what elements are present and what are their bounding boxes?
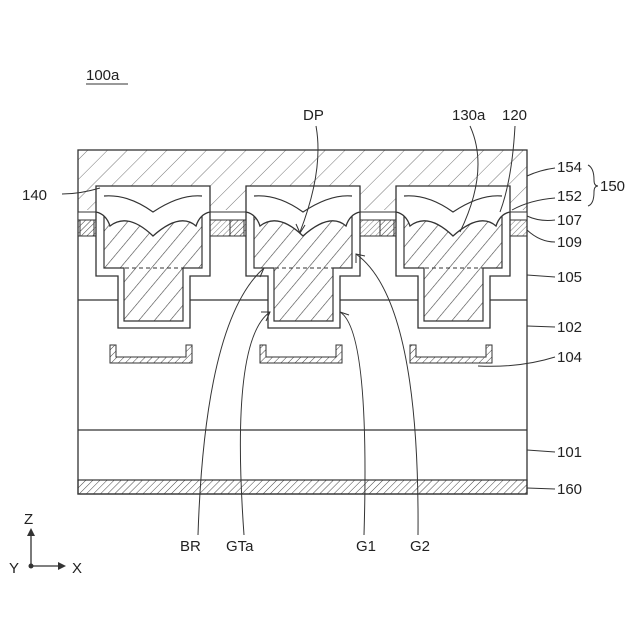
leader-107	[527, 216, 555, 221]
leader-102	[527, 326, 555, 327]
label-130a: 130a	[452, 107, 486, 124]
axis-y-label: Y	[9, 560, 19, 577]
trench-bottom-liner	[110, 345, 192, 363]
label-102: 102	[557, 319, 582, 336]
leader-101	[527, 450, 555, 452]
label-160: 160	[557, 481, 582, 498]
label-gta: GTa	[226, 538, 254, 555]
label-109: 109	[557, 234, 582, 251]
brace-150	[588, 165, 598, 206]
label-105: 105	[557, 269, 582, 286]
trench-bottom-liner	[410, 345, 492, 363]
label-154: 154	[557, 159, 582, 176]
label-150: 150	[600, 178, 625, 195]
label-152: 152	[557, 188, 582, 205]
trench-unit	[380, 186, 510, 363]
label-g1: G1	[356, 538, 376, 555]
label-107: 107	[557, 212, 582, 229]
label-104: 104	[557, 349, 582, 366]
leader-br	[198, 268, 264, 535]
side-block	[230, 220, 244, 236]
label-101: 101	[557, 444, 582, 461]
trench-unit	[80, 186, 210, 363]
axis-z-label: Z	[24, 511, 33, 528]
leader-g1	[340, 312, 365, 535]
leader-109	[527, 230, 555, 242]
leader-154	[527, 168, 555, 176]
label-br: BR	[180, 538, 201, 555]
trench-unit	[230, 186, 360, 363]
trench-bottom-liner	[260, 345, 342, 363]
label-140: 140	[22, 187, 47, 204]
label-g2: G2	[410, 538, 430, 555]
axis-x-label: X	[72, 560, 82, 577]
label-120: 120	[502, 107, 527, 124]
leader-160	[527, 488, 555, 489]
layer-160	[78, 480, 527, 494]
leader-105	[527, 275, 555, 277]
figure-label: 100a	[86, 67, 120, 84]
side-block	[380, 220, 394, 236]
axis-indicator	[27, 528, 66, 570]
side-block	[80, 220, 94, 236]
label-dp: DP	[303, 107, 324, 124]
